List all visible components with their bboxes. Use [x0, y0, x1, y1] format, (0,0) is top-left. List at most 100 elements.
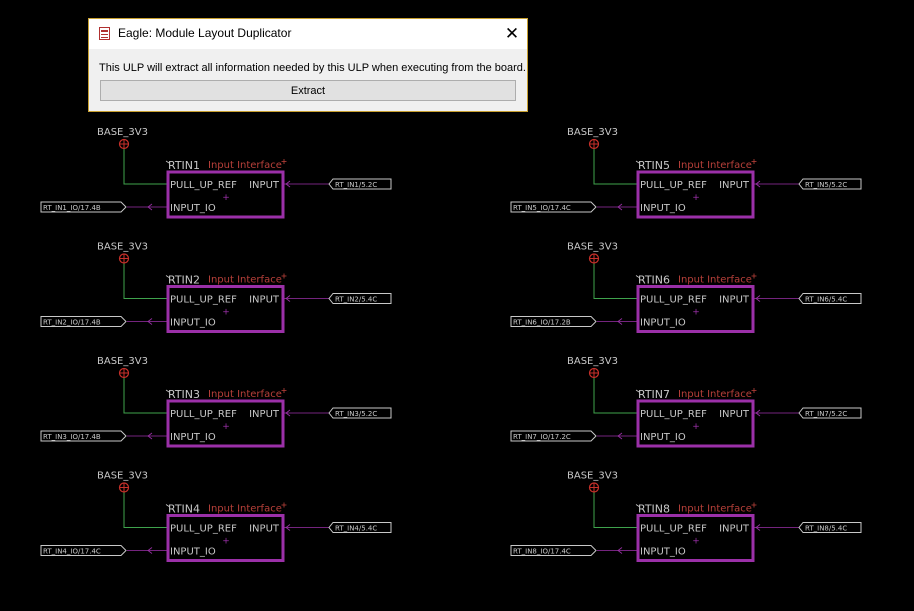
- io-net-label[interactable]: [510, 430, 597, 442]
- part-value: Input Interface: [678, 389, 752, 400]
- origin-cross: +: [222, 422, 230, 432]
- module-frame[interactable]: [636, 170, 755, 219]
- io-arrow: [617, 318, 623, 325]
- part-name: RTIN7: [638, 388, 670, 401]
- part-value: Input Interface: [678, 275, 752, 286]
- pin-input: INPUT: [249, 180, 280, 191]
- io-net-label-text: RT_IN4_IO/17.4C: [43, 548, 101, 556]
- origin-cross: +: [692, 193, 700, 203]
- supply-wire: [593, 378, 638, 414]
- io-net-label-text: RT_IN3_IO/17.4B: [43, 433, 101, 441]
- close-button[interactable]: ✕: [497, 19, 527, 49]
- module-frame[interactable]: [636, 399, 755, 448]
- pin-pull-up-ref: PULL_UP_REF: [640, 295, 707, 306]
- close-icon: ✕: [504, 23, 520, 44]
- input-net-label[interactable]: [328, 293, 392, 304]
- supply-wire: [593, 149, 638, 185]
- input-net-label-text: RT_IN1/5.2C: [335, 181, 377, 189]
- module-frame[interactable]: [636, 514, 755, 562]
- input-net-label[interactable]: [328, 407, 392, 419]
- pin-input: INPUT: [719, 180, 750, 191]
- module-frame[interactable]: [166, 170, 285, 219]
- origin-cross: +: [222, 308, 230, 318]
- input-arrow: [285, 409, 291, 417]
- part-value: Input Interface: [208, 389, 282, 400]
- part-name: RTIN3: [168, 388, 200, 401]
- input-net-label[interactable]: [798, 178, 862, 190]
- part-name: RTIN1: [168, 159, 200, 172]
- part-name: RTIN8: [638, 503, 670, 516]
- input-arrow: [285, 524, 291, 531]
- io-net-label-text: RT_IN8_IO/17.4C: [513, 548, 571, 556]
- input-arrow: [285, 180, 291, 188]
- io-arrow: [617, 432, 623, 440]
- pin-input: INPUT: [719, 409, 750, 420]
- io-arrow: [147, 547, 153, 554]
- io-net-label[interactable]: [40, 545, 127, 556]
- input-net-label-text: RT_IN2/5.4C: [335, 296, 377, 304]
- supply-wire: [123, 378, 168, 414]
- io-arrow: [147, 203, 153, 211]
- supply-label: BASE_3V3: [567, 471, 618, 482]
- supply-label: BASE_3V3: [567, 242, 618, 253]
- io-net-label[interactable]: [40, 430, 127, 442]
- pin-input-io: INPUT_IO: [170, 547, 216, 558]
- io-net-label[interactable]: [40, 201, 127, 213]
- io-arrow: [617, 547, 623, 554]
- pin-pull-up-ref: PULL_UP_REF: [170, 180, 237, 191]
- pin-input-io: INPUT_IO: [640, 318, 686, 329]
- module-frame[interactable]: [166, 399, 285, 448]
- origin-cross: +: [692, 422, 700, 432]
- io-net-label[interactable]: [510, 201, 597, 213]
- pin-input: INPUT: [719, 295, 750, 306]
- dialog-title: Eagle: Module Layout Duplicator: [118, 26, 292, 40]
- io-net-label[interactable]: [40, 316, 127, 327]
- input-arrow: [285, 295, 291, 302]
- origin-cross: +: [692, 308, 700, 318]
- pin-pull-up-ref: PULL_UP_REF: [170, 524, 237, 535]
- pin-input: INPUT: [249, 295, 280, 306]
- input-net-label-text: RT_IN5/5.2C: [805, 181, 847, 189]
- input-net-label-text: RT_IN4/5.4C: [335, 525, 377, 533]
- io-net-label-text: RT_IN5_IO/17.4C: [513, 204, 571, 212]
- input-net-label-text: RT_IN6/5.4C: [805, 296, 847, 304]
- io-arrow: [147, 432, 153, 440]
- module-frame[interactable]: [166, 514, 285, 562]
- part-value: Input Interface: [678, 160, 752, 171]
- supply-label: BASE_3V3: [97, 127, 148, 138]
- extract-button[interactable]: Extract: [100, 80, 516, 101]
- dialog-message: This ULP will extract all information ne…: [99, 62, 526, 74]
- pin-input: INPUT: [249, 524, 280, 535]
- input-arrow: [755, 295, 761, 302]
- pin-input: INPUT: [719, 524, 750, 535]
- input-net-label[interactable]: [798, 522, 862, 533]
- supply-label: BASE_3V3: [567, 356, 618, 367]
- pin-input-io: INPUT_IO: [640, 432, 686, 443]
- pin-input: INPUT: [249, 409, 280, 420]
- part-value: Input Interface: [208, 275, 282, 286]
- input-net-label[interactable]: [328, 178, 392, 190]
- input-net-label[interactable]: [328, 522, 392, 533]
- module-layout-duplicator-dialog: Eagle: Module Layout Duplicator ✕ This U…: [88, 18, 528, 112]
- supply-wire: [593, 492, 638, 528]
- io-net-label[interactable]: [510, 316, 597, 327]
- pin-pull-up-ref: PULL_UP_REF: [170, 295, 237, 306]
- module-frame[interactable]: [636, 285, 755, 333]
- input-net-label[interactable]: [798, 293, 862, 304]
- io-net-label-text: RT_IN2_IO/17.4B: [43, 319, 101, 327]
- input-net-label[interactable]: [798, 407, 862, 419]
- dialog-titlebar: Eagle: Module Layout Duplicator ✕: [89, 19, 527, 49]
- io-net-label-text: RT_IN7_IO/17.2C: [513, 433, 571, 441]
- supply-label: BASE_3V3: [97, 471, 148, 482]
- part-name: RTIN5: [638, 159, 670, 172]
- supply-label: BASE_3V3: [567, 127, 618, 138]
- io-net-label[interactable]: [510, 545, 597, 556]
- module-frame[interactable]: [166, 285, 285, 333]
